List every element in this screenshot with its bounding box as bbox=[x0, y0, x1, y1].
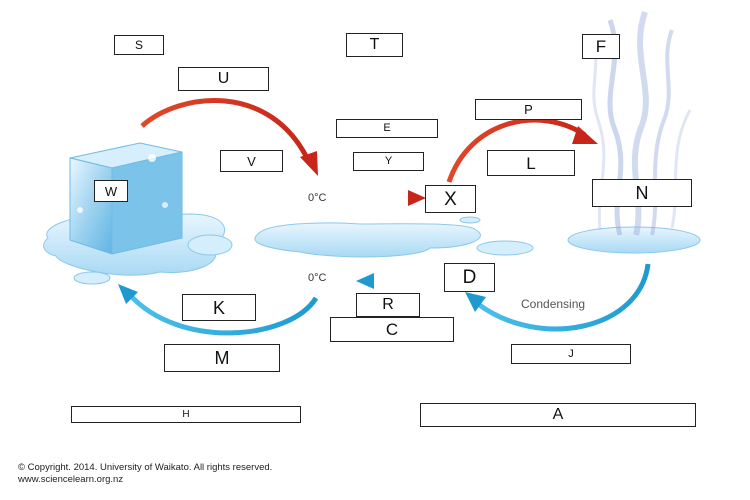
melting-arrow bbox=[140, 98, 318, 176]
temperature-top: 0°C bbox=[308, 192, 327, 204]
temperature-bottom: 0°C bbox=[308, 272, 327, 284]
label-box-j: J bbox=[511, 344, 631, 364]
freezing-arrow bbox=[118, 284, 319, 336]
label-box-n: N bbox=[592, 179, 692, 207]
label-box-k: K bbox=[182, 294, 256, 321]
label-box-v: V bbox=[220, 150, 283, 172]
label-box-d: D bbox=[444, 263, 495, 292]
label-box-s: S bbox=[114, 35, 164, 55]
label-box-r: R bbox=[356, 293, 420, 317]
label-box-x: X bbox=[425, 185, 476, 213]
label-box-u: U bbox=[178, 67, 269, 91]
copyright-line: © Copyright. 2014. University of Waikato… bbox=[18, 462, 273, 473]
evaporating-arrow bbox=[446, 117, 598, 183]
label-box-c: C bbox=[330, 317, 454, 342]
condensing-label: Condensing bbox=[521, 297, 586, 311]
label-box-a: A bbox=[420, 403, 696, 427]
ice-cube bbox=[43, 142, 233, 285]
label-box-y: Y bbox=[353, 152, 424, 171]
website-url: www.sciencelearn.org.nz bbox=[18, 474, 124, 485]
heating-arrow bbox=[343, 190, 426, 206]
label-box-m: M bbox=[164, 344, 280, 372]
water-puddle bbox=[254, 216, 534, 258]
label-box-e: E bbox=[336, 119, 438, 138]
label-box-p: P bbox=[475, 99, 582, 120]
copyright: © Copyright. 2014. University of Waikato… bbox=[18, 462, 272, 486]
cooling-arrow bbox=[356, 273, 430, 289]
label-box-h: H bbox=[71, 406, 301, 423]
label-box-t: T bbox=[346, 33, 403, 57]
label-box-f: F bbox=[582, 34, 620, 59]
condensing-arrow bbox=[465, 263, 651, 332]
label-box-l: L bbox=[487, 150, 575, 176]
label-box-w: W bbox=[94, 180, 128, 202]
